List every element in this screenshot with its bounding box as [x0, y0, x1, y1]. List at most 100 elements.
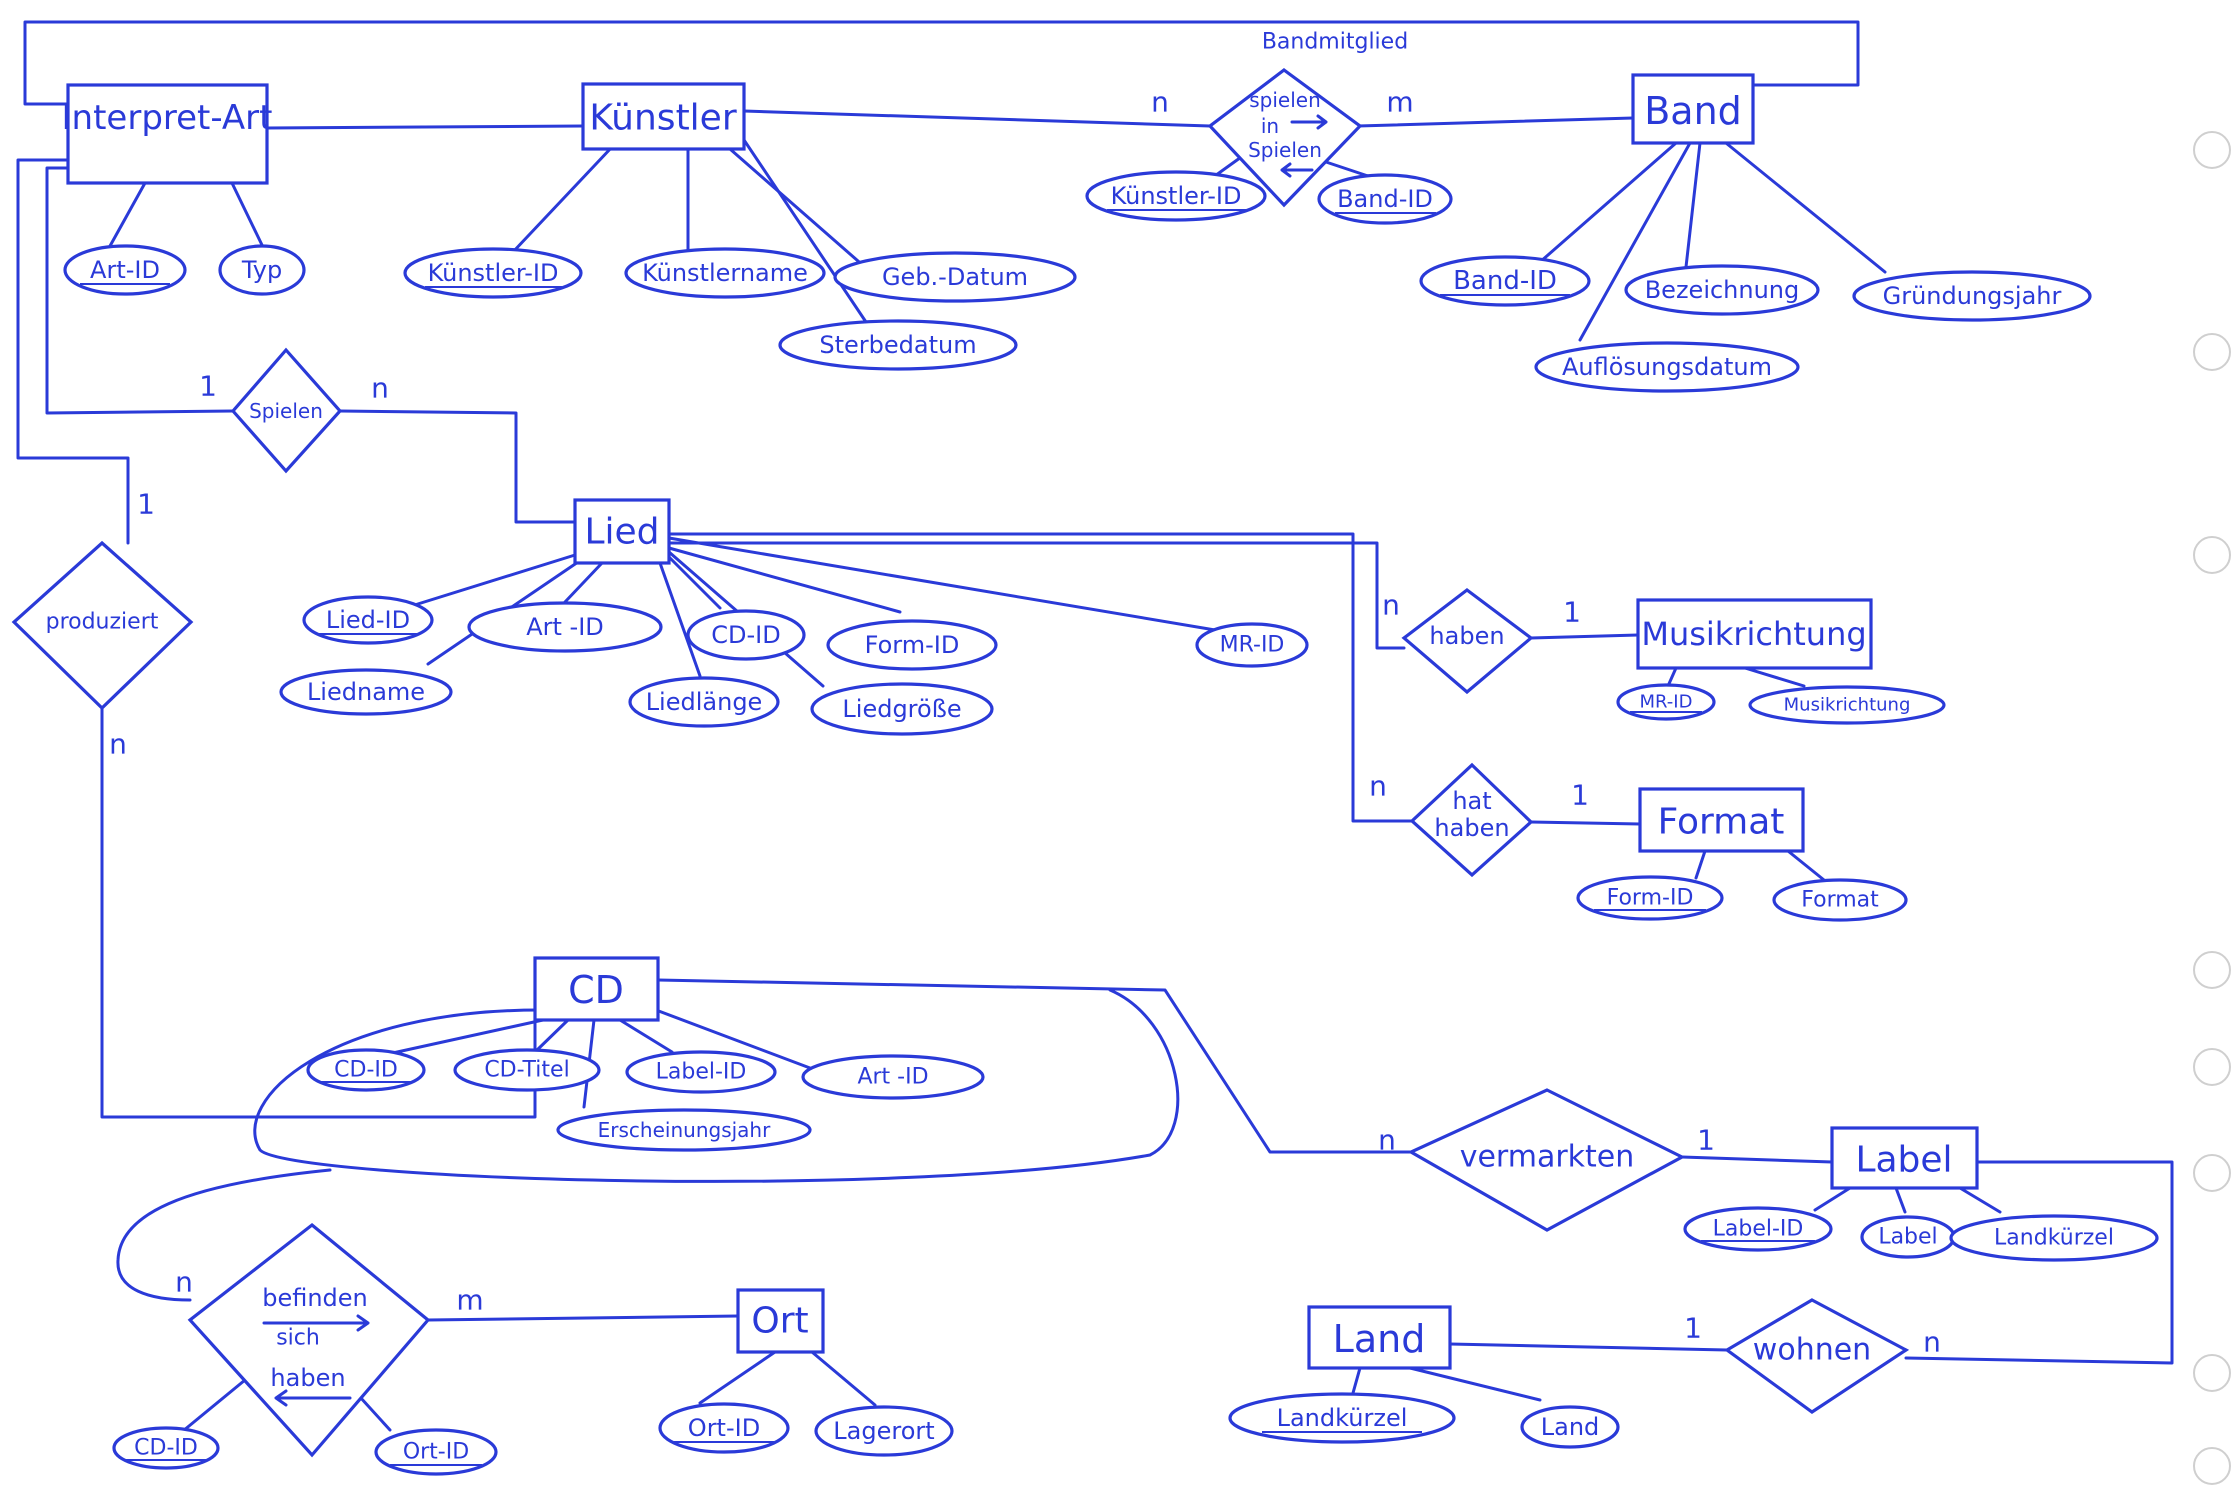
punch-hole-icon [2193, 1048, 2231, 1086]
attr-bm-kuenstler-id: Künstler-ID [1085, 170, 1267, 222]
attribute-oval [1852, 270, 2092, 322]
attribute-oval [778, 319, 1018, 371]
link-lied-art-id [563, 561, 604, 604]
relationship-label: Spielen [249, 399, 323, 423]
attribute-label: Sterbedatum [819, 331, 976, 359]
punch-hole-icon [2193, 1154, 2231, 1192]
punch-holes [2193, 131, 2231, 1485]
link-landkuerzel [1351, 1366, 1362, 1395]
entity-cd: CD [533, 956, 660, 1022]
connector-interpret-produziert [16, 158, 130, 545]
attr-cd-art-id: Art -ID [801, 1054, 985, 1100]
attr-aufloesungsdatum: Auflösungsdatum [1534, 341, 1800, 393]
attribute-label: Typ [241, 256, 282, 284]
attr-bef-ort-id: Ort-ID [374, 1428, 498, 1476]
relationship-hat-haben: hat haben [1409, 762, 1534, 878]
connector-spielen-lied [338, 409, 577, 524]
attribute-label: Ort-ID [688, 1414, 760, 1442]
punch-hole-icon [2193, 1447, 2231, 1485]
diamond [1401, 587, 1534, 695]
attribute-oval [1576, 875, 1724, 921]
attribute-label: Liedname [307, 678, 425, 706]
attribute-label: Künstlername [642, 259, 808, 287]
relationship-label: befinden [262, 1284, 368, 1312]
entity-land: Land [1307, 1305, 1452, 1370]
attribute-oval [306, 1048, 426, 1092]
entity-box [1307, 1305, 1452, 1370]
entity-lied: Lied [573, 498, 671, 565]
connector-lied-hat [667, 532, 1414, 823]
link-lied-id [403, 553, 577, 610]
attribute-label: Form-ID [865, 631, 960, 659]
attribute-oval [112, 1426, 220, 1470]
cardinality-label: n [1382, 589, 1400, 622]
link-typ [230, 181, 264, 247]
attribute-label: Art-ID [90, 256, 160, 284]
relationship-label: Spielen [1248, 138, 1322, 162]
attribute-label: Format [1801, 888, 1879, 913]
attribute-oval [1085, 170, 1267, 222]
attribute-label: Label-ID [656, 1060, 747, 1085]
arrow-right-icon [1290, 114, 1328, 130]
entity-box [573, 498, 671, 565]
entity-box [1638, 787, 1805, 853]
entity-band: Band [1631, 73, 1755, 145]
entity-kuenstler: Künstler [581, 82, 746, 151]
entity-box [66, 83, 269, 185]
attr-format-name: Format [1772, 878, 1908, 922]
attribute-oval [1683, 1206, 1833, 1252]
relationship-label: spielen [1249, 88, 1321, 112]
connector-hat-format [1529, 820, 1642, 826]
entity-label-label: Label [1855, 1140, 1952, 1181]
link-kuenstler-id [510, 145, 614, 255]
attribute-oval [453, 1048, 601, 1092]
attribute-oval [1616, 683, 1716, 721]
relationship-label: haben [1434, 814, 1509, 842]
link-ort-id [698, 1350, 777, 1405]
punch-hole-icon [2193, 951, 2231, 989]
attribute-oval [814, 1405, 954, 1457]
cardinality-label: 1 [1571, 779, 1589, 812]
attribute-oval [1419, 255, 1591, 307]
attribute-oval [1534, 341, 1800, 393]
attr-cd-titel: CD-Titel [453, 1048, 601, 1092]
attribute-oval [826, 619, 998, 671]
link-mr-id [1666, 666, 1678, 688]
link-bezeichnung [1684, 141, 1702, 269]
link-lied-cd-id [667, 555, 722, 610]
connector-lied-haben [667, 541, 1406, 650]
attribute-label: CD-Titel [484, 1058, 569, 1083]
entity-format-label: Format [1658, 802, 1785, 843]
diamond [1207, 68, 1363, 208]
relationship-produziert: produziert [11, 540, 194, 711]
relationships: Bandmitglied spielen in Spielen Spielen … [11, 30, 1910, 1458]
attr-band-id: Band-ID [1419, 255, 1591, 307]
arrow-left-icon [1280, 162, 1314, 178]
relationship-wohnen: wohnen [1724, 1298, 1910, 1414]
arrow-right-icon [262, 1314, 370, 1332]
link-lied-mr-id [667, 536, 1217, 632]
attr-sterbedatum: Sterbedatum [778, 319, 1018, 371]
link-gruendungsjahr [1724, 141, 1887, 274]
attribute-label: Künstler-ID [428, 259, 559, 287]
entity-lied-label: Lied [584, 512, 659, 553]
diamond [11, 540, 194, 711]
punch-hole-icon [2193, 131, 2231, 169]
attribute-label: Bezeichnung [1645, 276, 1800, 304]
relationship-label: vermarkten [1460, 1140, 1635, 1175]
attribute-label: Band-ID [1453, 266, 1557, 296]
cardinality-label: n [1923, 1326, 1941, 1359]
cardinality-label: m [1386, 86, 1413, 119]
cardinality-label: n [109, 728, 127, 761]
connector-cd-vermarkten [656, 978, 1413, 1154]
relationship-label: produziert [46, 610, 159, 635]
attribute-oval [1772, 878, 1908, 922]
attr-bezeichnung: Bezeichnung [1624, 264, 1820, 316]
attribute-label: Lagerort [833, 1417, 934, 1445]
entity-box [736, 1288, 825, 1354]
attr-lied-cd-id: CD-ID [686, 609, 806, 661]
cardinality-label: n [1369, 770, 1387, 803]
connections [16, 20, 2174, 1365]
attr-typ: Typ [218, 244, 306, 296]
